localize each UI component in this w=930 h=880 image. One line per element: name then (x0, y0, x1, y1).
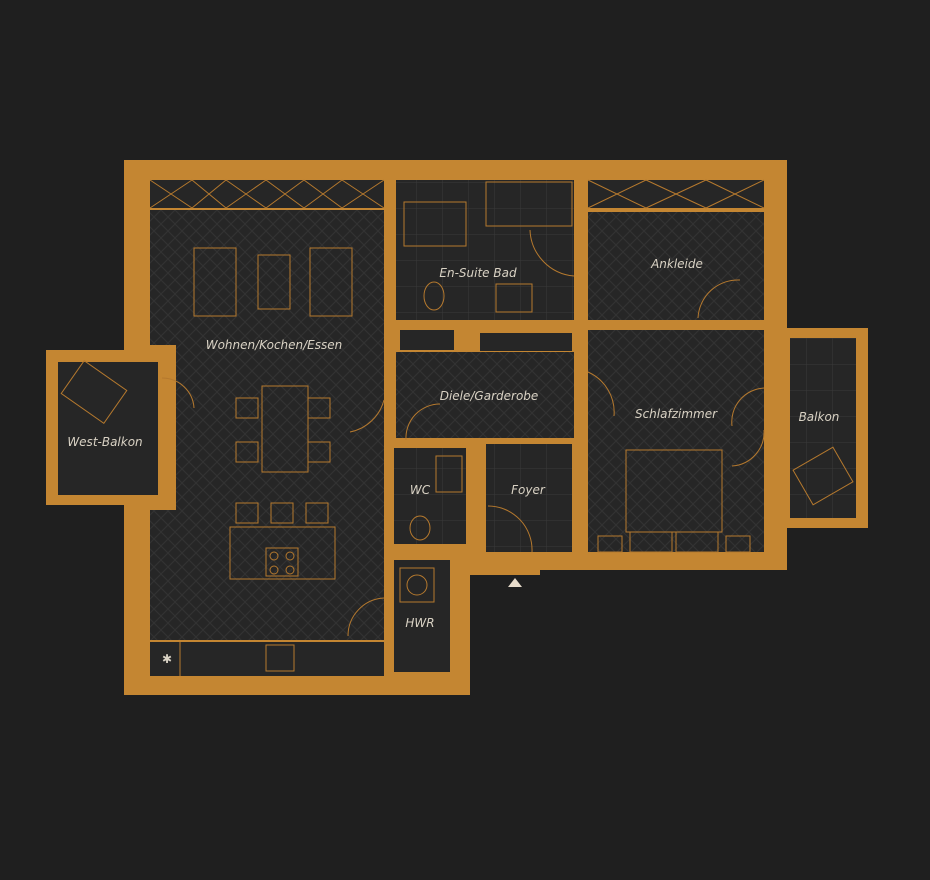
label-wc: WC (410, 483, 431, 497)
kitchen-island (229, 526, 336, 580)
dining-chair (235, 441, 259, 463)
cooktop-burner (269, 551, 279, 561)
armchair-right (309, 247, 353, 317)
bathtub (485, 181, 573, 227)
entrance-arrow-icon (508, 578, 522, 587)
wardrobe-rack (400, 330, 454, 350)
door-arc (587, 371, 615, 417)
hwr-floor (394, 560, 450, 672)
label-schlaf: Schlafzimmer (635, 407, 718, 421)
label-bad: En-Suite Bad (439, 266, 517, 280)
label-foyer: Foyer (511, 483, 546, 497)
balcony-lounger (60, 360, 128, 424)
wc-sink (435, 455, 463, 493)
dining-chair (235, 397, 259, 419)
door-arc (529, 229, 575, 277)
dining-chair (307, 441, 331, 463)
wardrobe-cabinet (480, 333, 572, 351)
label-ankleide: Ankleide (650, 257, 703, 271)
door-arc (161, 377, 195, 409)
door-arc (405, 403, 441, 441)
kitchen-counter (150, 642, 384, 676)
label-balkon: Balkon (799, 410, 840, 424)
room-labels: Wohnen/Kochen/Essen En-Suite Bad Ankleid… (67, 257, 839, 630)
cooktop-burner (269, 565, 279, 575)
cooktop-burner (285, 551, 295, 561)
door-arc (347, 597, 385, 637)
west-balcony-floor (58, 362, 158, 495)
living-floor (150, 210, 384, 640)
diele-floor (396, 352, 574, 438)
ankleide-floor (588, 212, 764, 320)
bed (625, 449, 723, 533)
toilet (423, 281, 445, 311)
furniture (60, 179, 854, 676)
living-window-hatch (149, 179, 385, 209)
dining-table (261, 385, 309, 473)
bath-floor (396, 180, 574, 320)
label-hwr: HWR (405, 616, 434, 630)
label-diele: Diele/Garderobe (440, 389, 539, 403)
label-wohnen: Wohnen/Kochen/Essen (206, 338, 343, 352)
door-arc (731, 387, 765, 467)
pillow (629, 531, 673, 553)
vanity-sink (495, 283, 533, 313)
bar-stool (235, 502, 259, 524)
bar-stool (270, 502, 294, 524)
shower (403, 201, 467, 247)
dining-chair (307, 397, 331, 419)
balcony-lounger (792, 446, 854, 506)
wc-toilet (409, 515, 431, 541)
pillow (675, 531, 719, 553)
cooktop (265, 547, 299, 577)
bar-stool (305, 502, 329, 524)
balcony-floor (790, 338, 856, 518)
snowflake-icon: ✱ (162, 652, 172, 666)
foyer-floor (486, 444, 572, 552)
cooktop-burner (285, 565, 295, 575)
schlafzimmer-floor (588, 330, 764, 552)
washing-machine (399, 567, 435, 603)
door-arc (487, 505, 533, 553)
nightstand (597, 535, 623, 553)
door-arc (697, 279, 741, 319)
nightstand (725, 535, 751, 553)
washing-machine-drum (406, 574, 428, 596)
coffee-table (257, 254, 291, 310)
kitchen-sink (265, 644, 295, 672)
ankleide-window-hatch (587, 179, 765, 209)
armchair-left (193, 247, 237, 317)
door-arc (349, 399, 385, 433)
living-window-strip (150, 180, 384, 208)
label-westbalkon: West-Balkon (67, 435, 142, 449)
